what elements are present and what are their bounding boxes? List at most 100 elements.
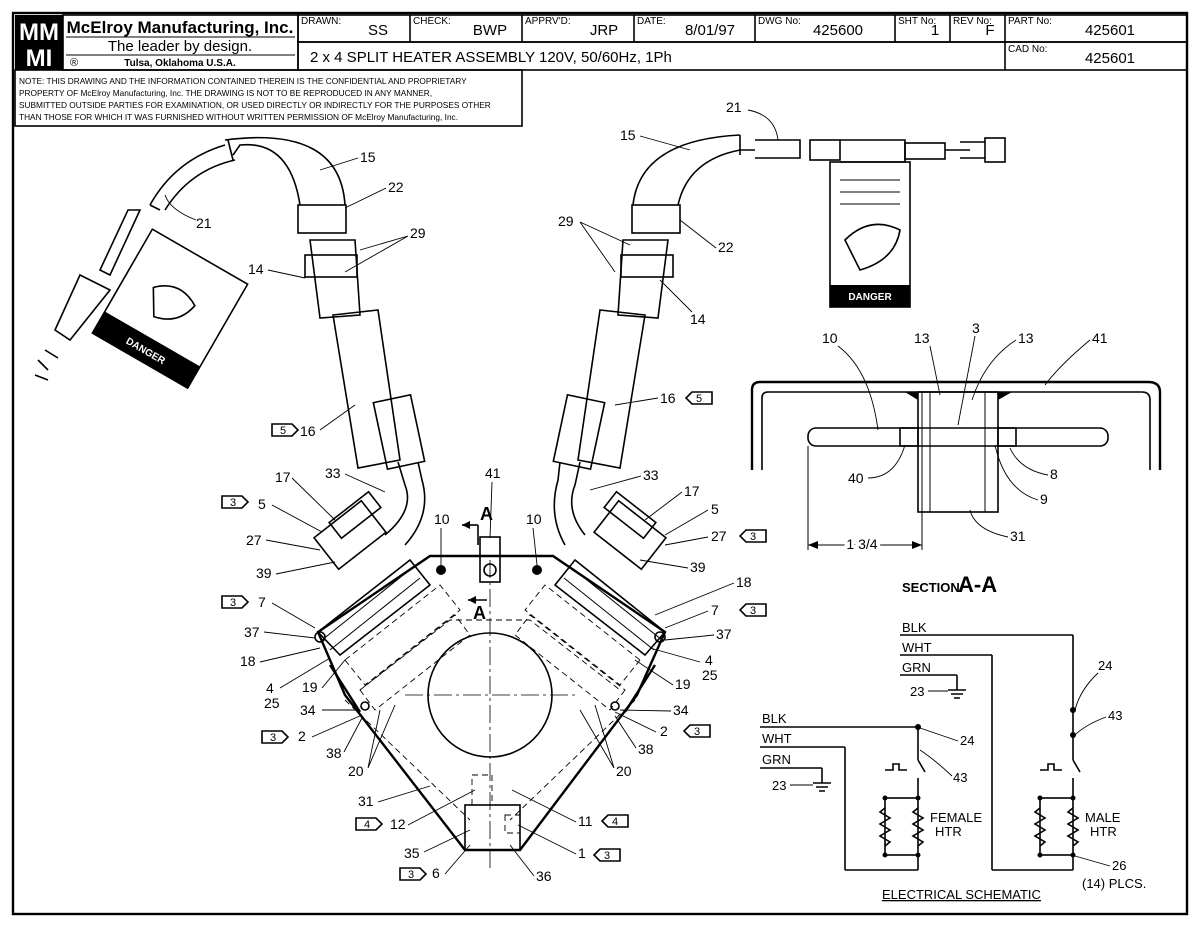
callout-14-right: 14 bbox=[690, 311, 706, 327]
callout-22-right: 22 bbox=[718, 239, 734, 255]
svg-text:5: 5 bbox=[696, 393, 702, 405]
section-shaft bbox=[807, 427, 1109, 447]
svg-text:3: 3 bbox=[230, 597, 236, 609]
callout-7-right: 7 bbox=[711, 602, 719, 618]
svg-text:3: 3 bbox=[408, 869, 414, 881]
schematic-callout-24-male: 24 bbox=[1098, 658, 1112, 673]
callout-38-left: 38 bbox=[326, 745, 342, 761]
part-label: PART No: bbox=[1008, 16, 1052, 27]
callout-18-left: 18 bbox=[240, 653, 256, 669]
svg-text:3: 3 bbox=[750, 531, 756, 543]
rev-flag: 5 bbox=[684, 391, 713, 405]
sht-label: SHT No: bbox=[898, 16, 936, 27]
callout-20-left: 20 bbox=[348, 763, 364, 779]
rev-flag: 3 bbox=[261, 730, 290, 744]
rev-flag: 4 bbox=[355, 817, 384, 831]
callout-36: 36 bbox=[536, 868, 552, 884]
dwg-value: 425600 bbox=[813, 22, 863, 39]
svg-text:4: 4 bbox=[612, 816, 618, 828]
left-danger-tag: DANGER bbox=[91, 228, 249, 390]
schematic-blk-female: BLK bbox=[762, 711, 787, 726]
callout-27-left: 27 bbox=[246, 532, 262, 548]
rev-value: F bbox=[985, 22, 994, 39]
drawn-value: SS bbox=[368, 22, 388, 39]
schematic-callout-43-male: 43 bbox=[1108, 708, 1122, 723]
section-cover bbox=[750, 380, 1162, 470]
company-slogan: The leader by design. bbox=[108, 38, 252, 55]
section-callout-9: 9 bbox=[1040, 491, 1048, 507]
callout-5-right: 5 bbox=[711, 501, 719, 517]
rev-label: REV No: bbox=[953, 16, 992, 27]
rev-flag: 3 bbox=[221, 495, 250, 509]
schematic-wht-female: WHT bbox=[762, 731, 792, 746]
schematic-callout-24-female: 24 bbox=[960, 733, 974, 748]
svg-text:MM: MM bbox=[19, 19, 59, 46]
schematic-callout-43-female: 43 bbox=[953, 770, 967, 785]
note-line-1: NOTE: THIS DRAWING AND THE INFORMATION C… bbox=[19, 76, 467, 86]
schematic-callout-23-female: 23 bbox=[772, 778, 786, 793]
rev-flag: 3 bbox=[682, 724, 711, 738]
section-dimension: 1 3/4 bbox=[846, 536, 877, 552]
sht-value: 1 bbox=[931, 22, 939, 39]
callout-38-right: 38 bbox=[638, 741, 654, 757]
callout-20-right: 20 bbox=[616, 763, 632, 779]
section-callout-3: 3 bbox=[972, 320, 980, 336]
company-location: Tulsa, Oklahoma U.S.A. bbox=[124, 58, 236, 69]
callout-2-left: 2 bbox=[298, 728, 306, 744]
callout-25-left: 25 bbox=[264, 695, 280, 711]
callout-37-left: 37 bbox=[244, 624, 260, 640]
callout-16-left: 16 bbox=[300, 423, 316, 439]
part-value: 425601 bbox=[1085, 22, 1135, 39]
schematic-plcs: (14) PLCS. bbox=[1082, 876, 1146, 891]
callouts-right: 15 21 22 29 14 16 33 17 5 27 39 18 7 37 … bbox=[511, 99, 779, 861]
revision-flags: 5 3 3 3 4 3 5 3 3 3 4 3 bbox=[221, 391, 767, 881]
right-danger-tag: DANGER bbox=[829, 161, 911, 308]
callout-33-right: 33 bbox=[643, 467, 659, 483]
callout-21-left: 21 bbox=[196, 215, 212, 231]
callout-25-right: 25 bbox=[702, 667, 718, 683]
callout-27-right: 27 bbox=[711, 528, 727, 544]
callout-37-right: 37 bbox=[716, 626, 732, 642]
svg-text:3: 3 bbox=[270, 732, 276, 744]
schematic-wht-male: WHT bbox=[902, 640, 932, 655]
callout-10-left: 10 bbox=[434, 511, 450, 527]
date-label: DATE: bbox=[637, 16, 666, 27]
rev-flag: 3 bbox=[738, 603, 767, 617]
section-callout-31: 31 bbox=[1010, 528, 1026, 544]
callout-10-right: 10 bbox=[526, 511, 542, 527]
note-line-2: PROPERTY OF McElroy Manufacturing, Inc. … bbox=[19, 88, 432, 98]
callout-39-right: 39 bbox=[690, 559, 706, 575]
section-callout-40: 40 bbox=[848, 470, 864, 486]
callout-19-left: 19 bbox=[302, 679, 318, 695]
callout-15-left: 15 bbox=[360, 149, 376, 165]
svg-text:3: 3 bbox=[230, 497, 236, 509]
approved-label: APPRV'D: bbox=[525, 16, 571, 27]
rev-flag: 3 bbox=[592, 848, 621, 862]
svg-text:5: 5 bbox=[280, 425, 286, 437]
rev-flag: 5 bbox=[271, 423, 300, 437]
sheet-border bbox=[11, 11, 1189, 916]
svg-text:3: 3 bbox=[604, 850, 610, 862]
schematic-grn-female: GRN bbox=[762, 752, 791, 767]
drawn-label: DRAWN: bbox=[301, 16, 341, 27]
title-block: MM MI McElroy Manufacturing, Inc. The le… bbox=[14, 14, 1188, 127]
note-line-3: SUBMITTED OUTSIDE PARTIES FOR EXAMINATIO… bbox=[19, 100, 491, 110]
callout-4-left: 4 bbox=[266, 680, 274, 696]
callout-15-right: 15 bbox=[620, 127, 636, 143]
callout-34-right: 34 bbox=[673, 702, 689, 718]
callout-35: 35 bbox=[404, 845, 420, 861]
female-heater-label-2: HTR bbox=[935, 824, 962, 839]
schematic-callout-23-male: 23 bbox=[910, 684, 924, 699]
confidential-note-box bbox=[14, 69, 523, 127]
right-strain-relief bbox=[577, 309, 646, 469]
electrical-schematic: BLK WHT GRN 23 24 43 MALE HTR BL bbox=[760, 620, 1146, 902]
heater-assembly-view: DANGER DANGER bbox=[34, 134, 1006, 870]
right-heater-housing bbox=[514, 490, 668, 713]
section-callout-13-left: 13 bbox=[914, 330, 930, 346]
date-value: 8/01/97 bbox=[685, 22, 735, 39]
female-heater-label-1: FEMALE bbox=[930, 810, 982, 825]
section-marker-a-top: A bbox=[480, 504, 493, 524]
callout-33-left: 33 bbox=[325, 465, 341, 481]
section-title-prefix: SECTION bbox=[902, 580, 960, 595]
